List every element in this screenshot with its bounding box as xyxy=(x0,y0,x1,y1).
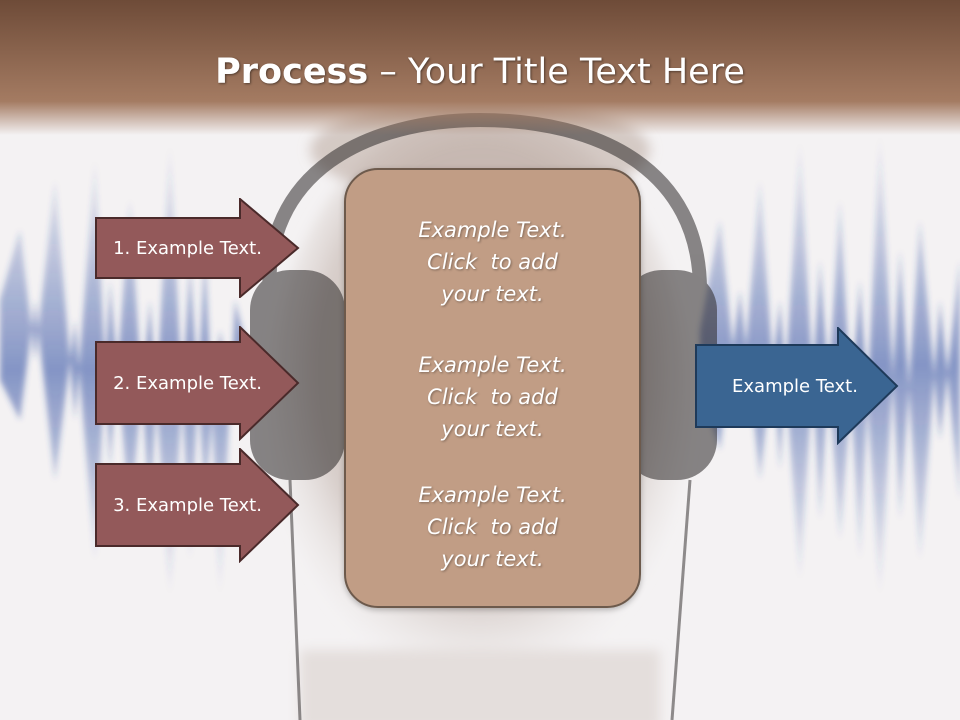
arrow-shape xyxy=(695,325,899,446)
text-line: Example Text. xyxy=(418,353,567,377)
text-line: your text. xyxy=(441,282,544,306)
step-label-1: 1. Example Text. xyxy=(113,237,262,259)
center-text-block-3[interactable]: Example Text. Click to add your text. xyxy=(346,479,639,575)
step-arrow-1[interactable]: 1. Example Text. xyxy=(95,196,301,300)
step-label-3: 3. Example Text. xyxy=(113,495,262,516)
text-line: your text. xyxy=(441,547,544,571)
text-line: Example Text. xyxy=(418,483,567,507)
text-line: Click to add xyxy=(427,250,558,274)
output-arrow[interactable]: Example Text. xyxy=(695,325,900,446)
center-content-box[interactable]: Example Text. Click to add your text. Ex… xyxy=(344,168,641,608)
header-band xyxy=(0,0,960,135)
text-line: Click to add xyxy=(427,515,558,539)
center-text-block-2[interactable]: Example Text. Click to add your text. xyxy=(346,349,639,445)
headphones xyxy=(250,112,717,720)
slide-title[interactable]: Process – Your Title Text Here xyxy=(0,52,960,92)
text-line: your text. xyxy=(441,417,544,441)
arrow-shape xyxy=(95,196,300,300)
arrow-shape xyxy=(95,324,300,442)
step-arrow-3[interactable]: 3. Example Text. xyxy=(95,446,301,564)
step-label-2: 2. Example Text. xyxy=(113,373,262,394)
step-arrow-2[interactable]: 2. Example Text. xyxy=(95,324,301,442)
text-line: Example Text. xyxy=(418,218,567,242)
arrow-shape xyxy=(95,446,300,564)
text-line: Click to add xyxy=(427,385,558,409)
title-rest: – Your Title Text Here xyxy=(368,52,745,92)
title-bold: Process xyxy=(215,52,369,92)
output-label: Example Text. xyxy=(732,375,858,397)
center-text-block-1[interactable]: Example Text. Click to add your text. xyxy=(346,214,639,310)
